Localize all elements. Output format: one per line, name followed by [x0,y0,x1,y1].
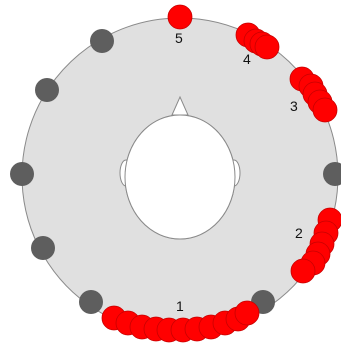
red-marker-group-4 [254,34,280,60]
gray-marker [90,29,114,53]
gray-marker [323,162,341,186]
red-markers [101,4,341,343]
red-marker-group-2 [290,258,316,284]
group-label-5: 5 [175,30,183,46]
group-label-2: 2 [295,225,303,241]
gray-markers [10,29,341,314]
gray-marker [35,78,59,102]
gray-marker [31,236,55,260]
group-label-3: 3 [290,98,298,114]
red-marker-group-3 [312,97,338,123]
gray-marker [10,162,34,186]
group-label-4: 4 [243,51,251,67]
gray-marker [79,290,103,314]
red-marker-group-5 [167,4,193,30]
group-label-1: 1 [176,298,184,314]
head-outline [124,114,236,240]
red-marker-group-1 [234,300,260,326]
